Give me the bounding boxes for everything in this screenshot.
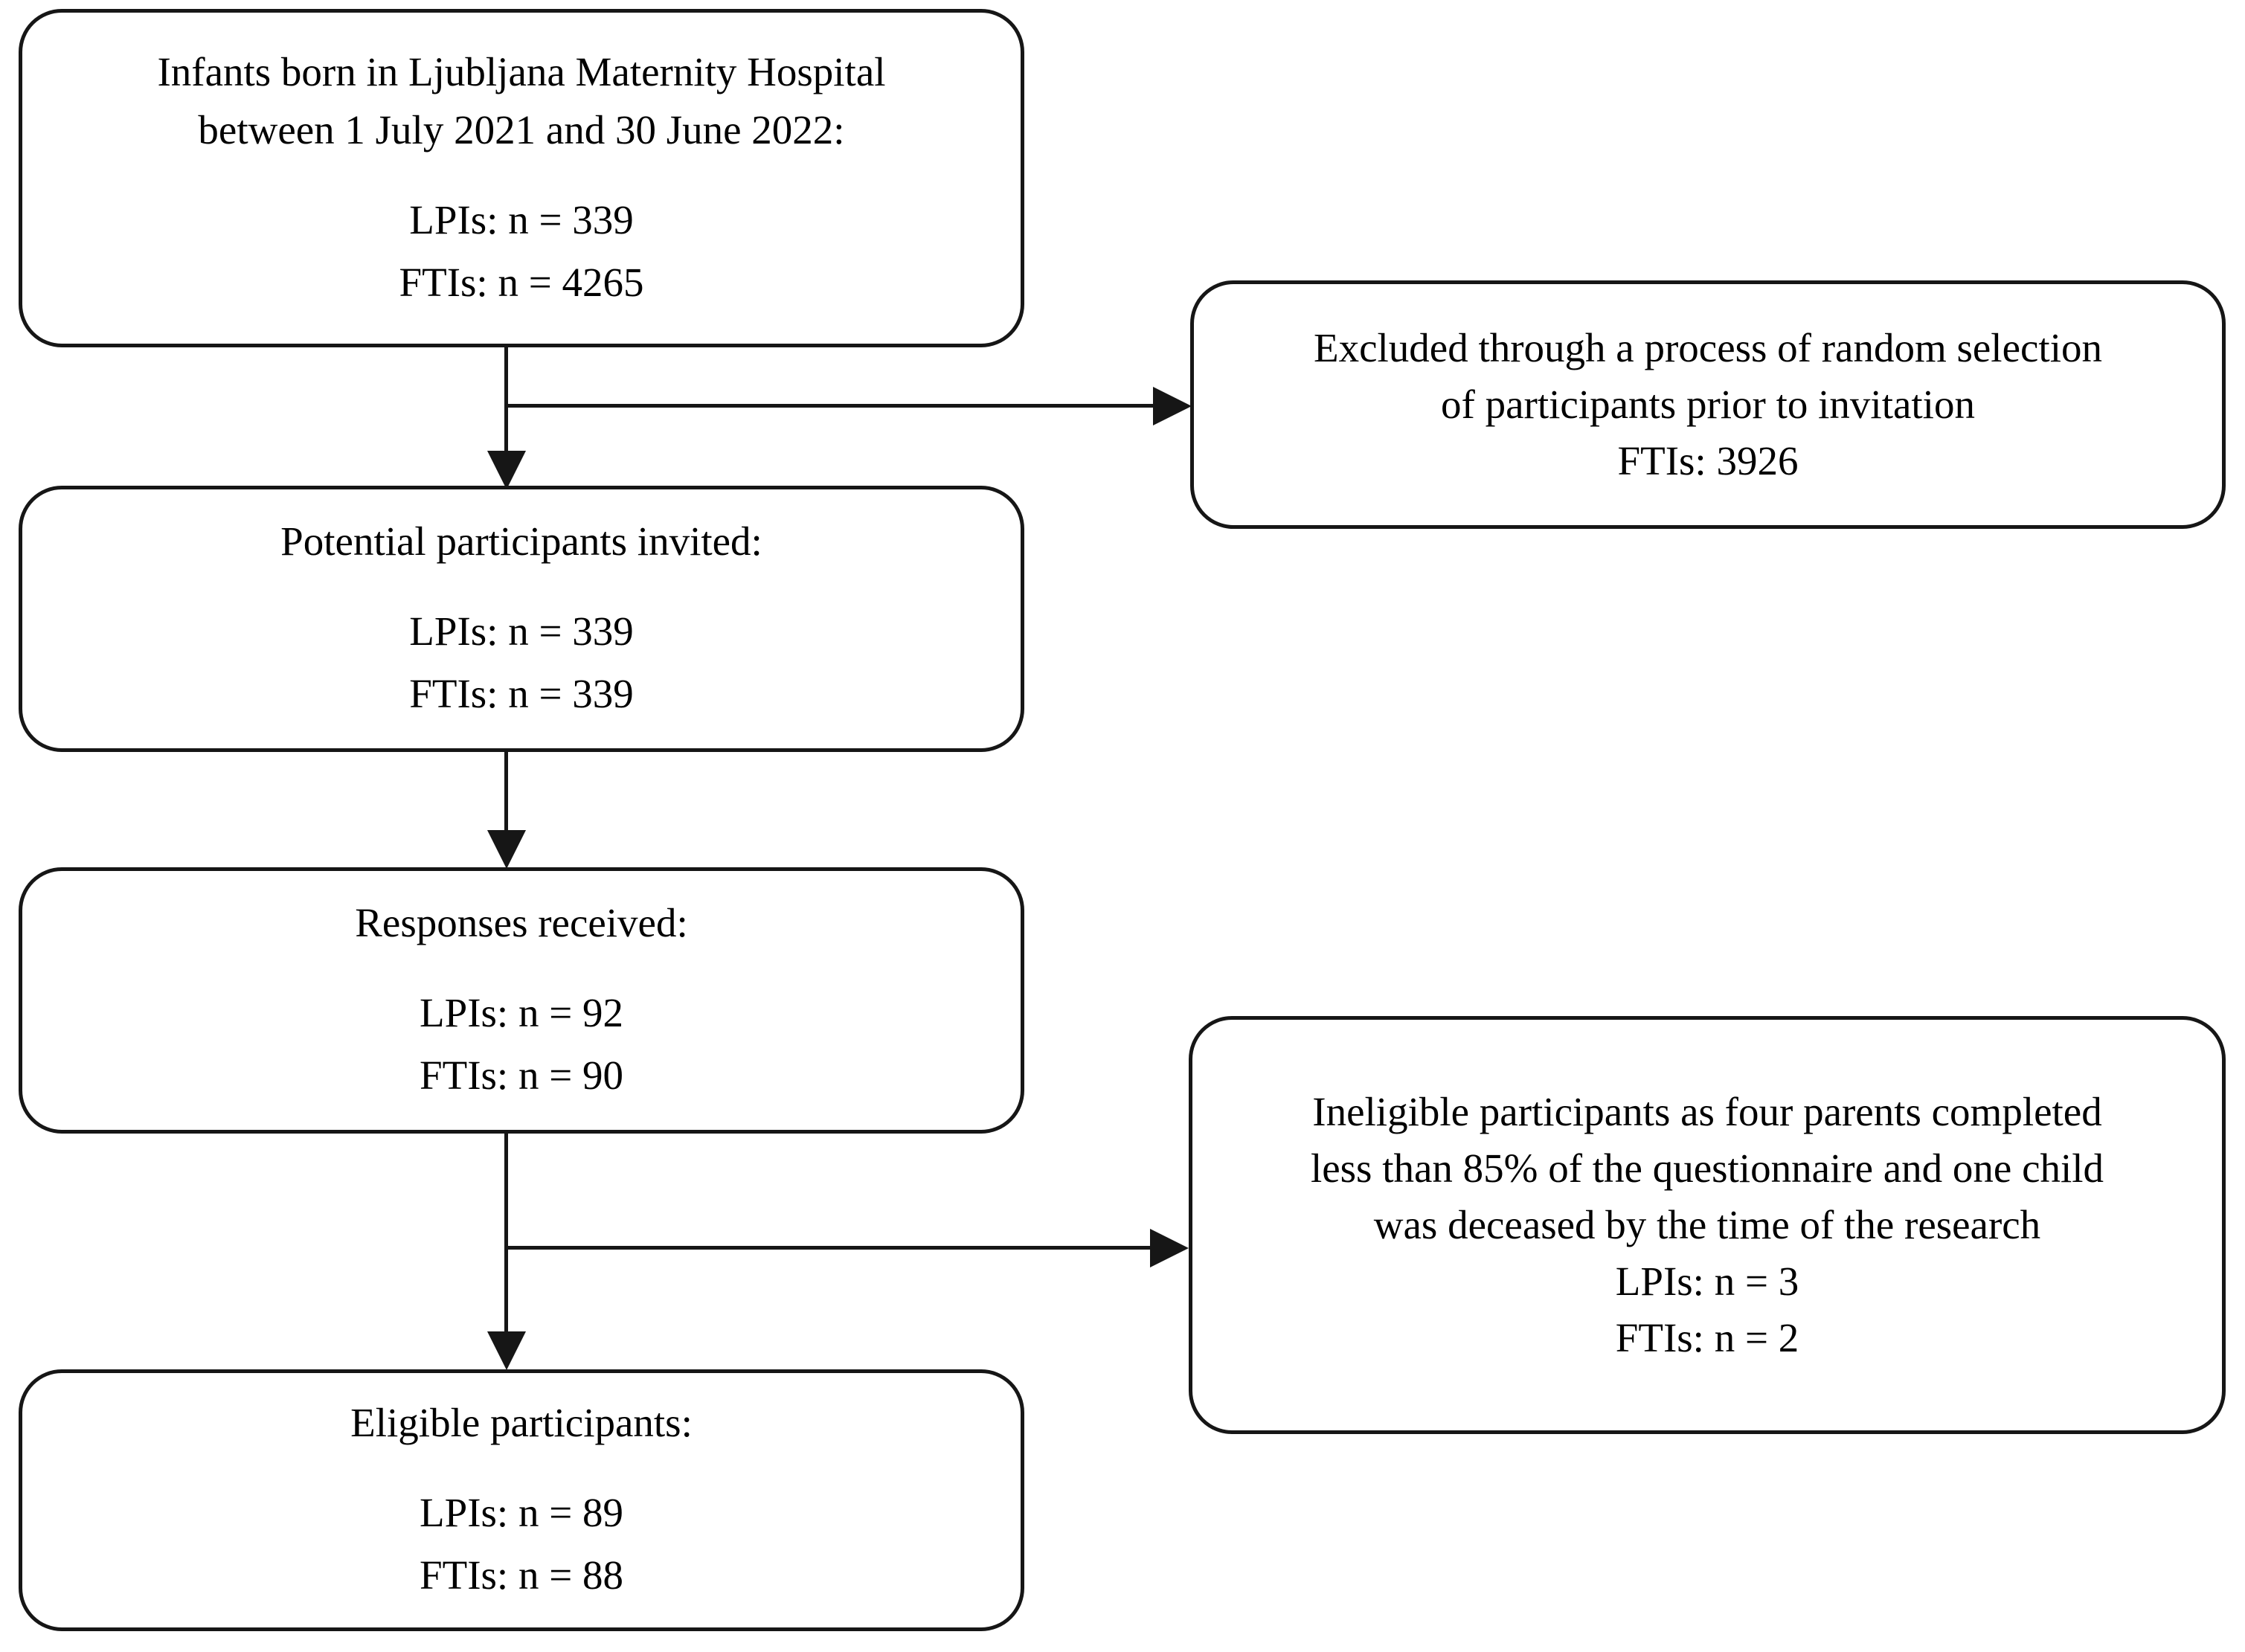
box-text-line: Ineligible participants as four parents … [1312, 1089, 2102, 1134]
stat-lpi: LPIs: n = 92 [420, 990, 623, 1035]
flow-box-excluded: Excluded through a process of random sel… [1190, 280, 2226, 529]
flow-box-invited: Potential participants invited: LPIs: n … [19, 486, 1024, 752]
connector-invited-to-responses-line [504, 752, 508, 832]
box-stats: LPIs: n = 89 FTIs: n = 88 [420, 1482, 623, 1607]
flow-box-responses: Responses received: LPIs: n = 92 FTIs: n… [19, 867, 1024, 1134]
arrow-down-to-eligible-icon [487, 1331, 526, 1370]
stat-fti: FTIs: 3926 [1617, 438, 1799, 483]
box-text-line: Potential participants invited: [280, 518, 762, 564]
stat-lpi: LPIs: n = 89 [420, 1490, 623, 1535]
arrow-down-to-invited-icon [487, 451, 526, 489]
stat-lpi: LPIs: n = 339 [409, 196, 634, 242]
stat-lpi: LPIs: n = 339 [409, 608, 634, 654]
box-text-line: Excluded through a process of random sel… [1314, 325, 2102, 370]
box-text-line: less than 85% of the questionnaire and o… [1310, 1145, 2104, 1191]
stat-fti: FTIs: n = 2 [1615, 1315, 1799, 1360]
box-stats: LPIs: n = 92 FTIs: n = 90 [420, 982, 623, 1107]
stat-lpi: LPIs: n = 3 [1615, 1259, 1799, 1304]
stat-fti: FTIs: n = 339 [409, 671, 634, 716]
box-text-line: between 1 July 2021 and 30 June 2022: [198, 106, 845, 152]
box-text-line: Eligible participants: [350, 1400, 693, 1445]
box-text-line: of participants prior to invitation [1441, 382, 1975, 427]
connector-branch-to-ineligible-line [506, 1246, 1152, 1250]
box-text-line: was deceased by the time of the research [1373, 1202, 2041, 1247]
connector-responses-to-eligible-line [504, 1134, 508, 1333]
connector-branch-to-excluded-line [506, 404, 1154, 408]
flow-box-eligible: Eligible participants: LPIs: n = 89 FTIs… [19, 1369, 1024, 1631]
flow-box-ineligible: Ineligible participants as four parents … [1189, 1016, 2226, 1434]
arrow-right-to-excluded-icon [1153, 387, 1192, 425]
box-stats: LPIs: n = 339 FTIs: n = 339 [409, 600, 633, 725]
stat-fti: FTIs: n = 88 [420, 1552, 623, 1598]
arrow-down-to-responses-icon [487, 830, 526, 869]
box-text-line: Infants born in Ljubljana Maternity Hosp… [157, 48, 886, 94]
arrow-right-to-ineligible-icon [1150, 1229, 1189, 1267]
stat-fti: FTIs: n = 90 [420, 1052, 623, 1098]
box-stats: LPIs: n = 339 FTIs: n = 4265 [399, 189, 644, 314]
stat-fti: FTIs: n = 4265 [399, 259, 644, 305]
flow-box-source: Infants born in Ljubljana Maternity Hosp… [19, 9, 1024, 347]
box-text-line: Responses received: [355, 900, 688, 945]
connector-source-to-invited-line [504, 347, 508, 453]
